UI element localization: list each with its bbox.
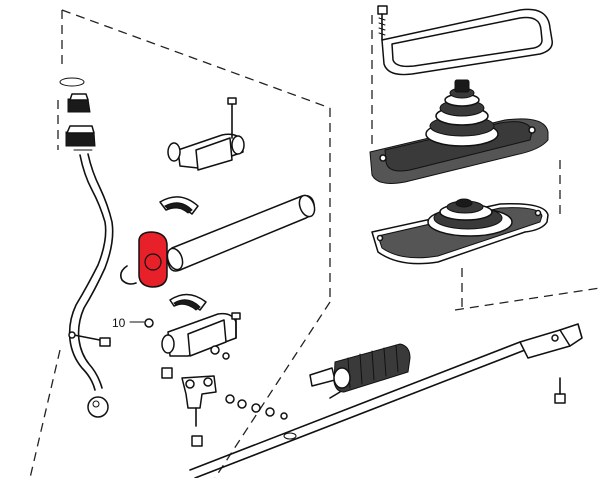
nut-small xyxy=(161,367,203,447)
lever-bushing-upper xyxy=(67,93,91,113)
snap-ring-top xyxy=(59,77,85,87)
washer-stack xyxy=(225,394,288,420)
boot-frame-plate xyxy=(381,8,553,76)
long-shift-rod xyxy=(189,323,583,478)
small-ring-lower xyxy=(283,432,297,440)
circlip xyxy=(120,265,137,285)
shift-boot-inner xyxy=(371,198,549,265)
half-bushing-a xyxy=(159,196,199,215)
assembly-boundary-lines xyxy=(29,9,600,478)
callout-10-label: 10 xyxy=(112,316,126,330)
shift-housing-upper xyxy=(167,97,245,171)
shift-boot-large xyxy=(369,79,549,184)
highlighted-bushing xyxy=(138,231,168,288)
gear-shift-lever xyxy=(68,149,114,418)
lever-bushing-lower xyxy=(65,125,96,147)
callout-10: 10 xyxy=(112,316,154,330)
shift-rod-tube xyxy=(166,194,316,272)
retaining-bolt xyxy=(377,5,388,41)
shift-coupling xyxy=(309,343,411,399)
shift-bracket xyxy=(181,375,217,427)
shift-housing-lower xyxy=(161,312,241,360)
half-bushing-b xyxy=(169,293,207,311)
